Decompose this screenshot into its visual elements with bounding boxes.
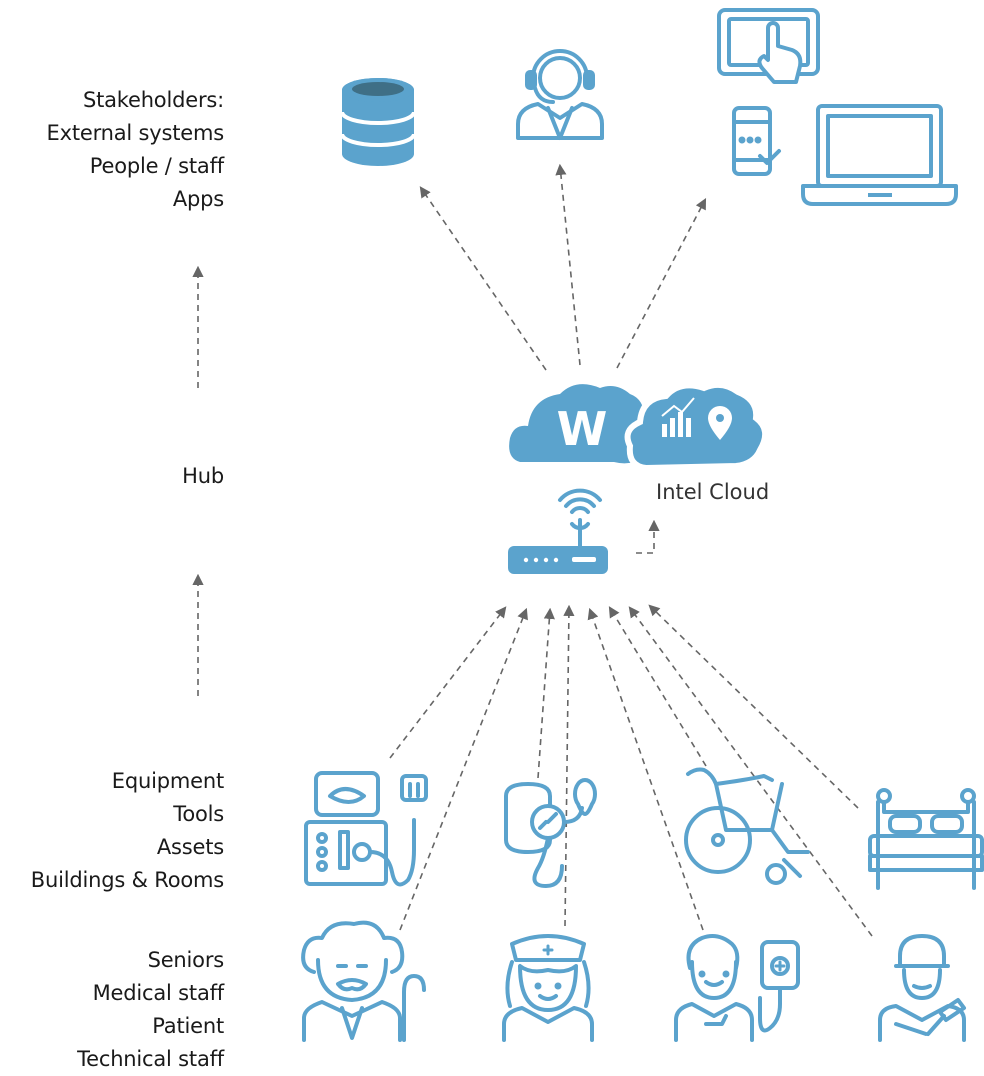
external-systems-label: External systems	[46, 121, 225, 145]
senior-man-icon	[301, 920, 426, 1042]
hub-label: Hub	[182, 464, 224, 488]
cloud-analytics-icon	[624, 381, 769, 472]
buildings-rooms-label: Buildings & Rooms	[30, 868, 224, 892]
blood-pressure-monitor-icon	[504, 778, 597, 888]
laptop-icon	[801, 104, 958, 206]
equipment-label-group: Equipment Tools Assets Buildings & Rooms	[0, 765, 224, 897]
equipment-label: Equipment	[111, 769, 224, 793]
people-label-group: Seniors Medical staff Patient Technical …	[0, 944, 224, 1076]
database-icon	[340, 78, 416, 166]
arrow-senior	[399, 607, 528, 931]
medical-staff-label: Medical staff	[92, 981, 225, 1005]
patient-iv-icon	[674, 934, 800, 1042]
bed-icon	[868, 788, 984, 890]
people-staff-label: People / staff	[89, 154, 224, 178]
tools-label: Tools	[173, 802, 224, 826]
arrow-patient	[587, 607, 704, 931]
arrow-to-database	[419, 186, 547, 371]
arrow-wheelchair	[608, 606, 707, 767]
arrow-technician	[628, 606, 873, 937]
tablet-touch-icon	[717, 8, 820, 84]
device-to-hub-arrows	[389, 604, 873, 937]
arrow-ultrasound	[389, 606, 507, 759]
stakeholders-label-group: Stakeholders: External systems People / …	[0, 84, 225, 216]
arrow-nurse	[563, 604, 575, 927]
assets-label: Assets	[156, 835, 224, 859]
cloud-logo-letter: W	[557, 402, 608, 456]
headset-operator-icon	[516, 49, 604, 140]
nurse-icon	[502, 934, 594, 1042]
seniors-label: Seniors	[147, 948, 225, 972]
apps-label: Apps	[172, 187, 224, 211]
technician-icon	[878, 934, 966, 1042]
wifi-router-icon	[508, 488, 608, 574]
cloud-to-stakeholder-arrows	[419, 163, 707, 371]
stakeholders-title: Stakeholders:	[82, 88, 224, 112]
arrow-blood-pressure	[537, 607, 555, 779]
ultrasound-machine-icon	[304, 771, 428, 887]
hub-label-group: Hub	[0, 460, 224, 493]
cloud-logo-icon: W	[509, 384, 651, 464]
wheelchair-icon	[684, 767, 810, 885]
router-to-cloud-arrow	[636, 519, 660, 554]
arrow-to-apps	[616, 198, 707, 369]
arrow-to-operator	[555, 163, 581, 366]
smartphone-check-icon	[732, 106, 781, 176]
intel-cloud-label: Intel Cloud	[656, 480, 770, 504]
arrow-bed	[648, 604, 859, 809]
patient-label: Patient	[152, 1014, 224, 1038]
technical-staff-label: Technical staff	[77, 1047, 224, 1071]
